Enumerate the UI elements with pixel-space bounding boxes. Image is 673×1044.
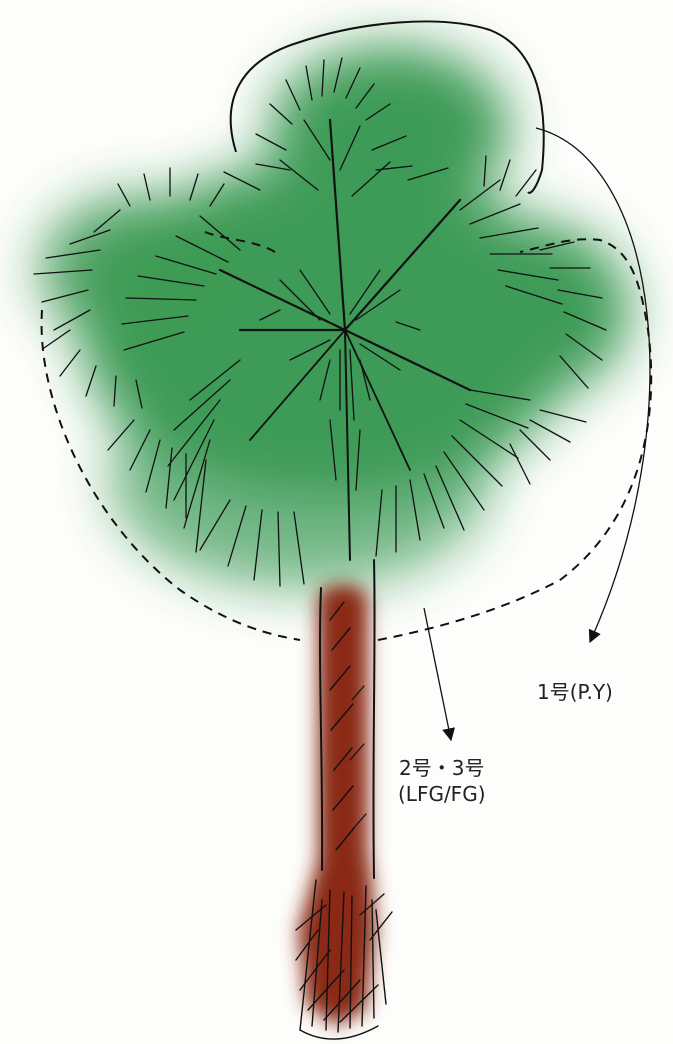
arrow-23 — [424, 608, 451, 740]
label-layer-1: 1号(P.Y) — [537, 679, 613, 705]
foliage-shading — [40, 45, 630, 590]
label-layer-2-3-line2: (LFG/FG) — [398, 781, 486, 807]
label-layer-2-3: 2号・3号 (LFG/FG) — [398, 755, 486, 807]
label-layer-2-3-line1: 2号・3号 — [398, 755, 486, 781]
